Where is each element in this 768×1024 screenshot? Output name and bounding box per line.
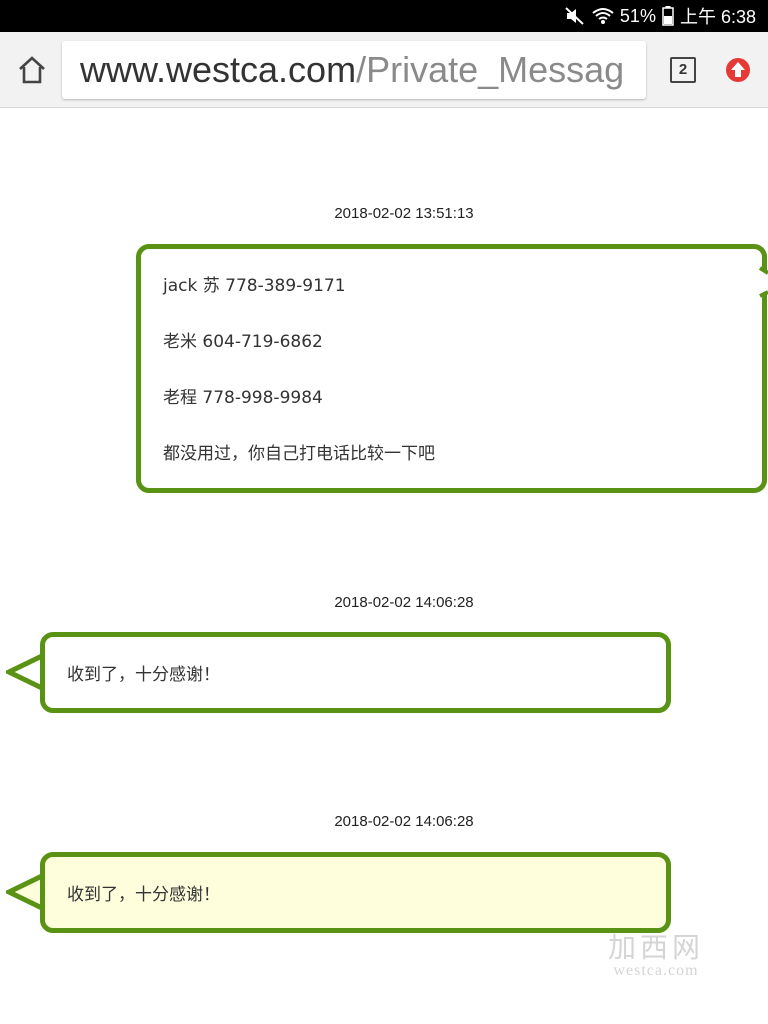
- browser-toolbar: www.westca.com/Private_Messag 2: [0, 32, 768, 108]
- message-line: jack 苏 778-389-9171: [163, 276, 346, 296]
- incoming-message-bubble-highlighted: 收到了，十分感谢！: [40, 852, 671, 933]
- watermark-brand: 加西网: [607, 931, 704, 964]
- outgoing-message-bubble: jack 苏 778-389-9171 老米 604-719-6862 老程 7…: [136, 244, 767, 493]
- message-timestamp: 2018-02-02 14:06:28: [334, 813, 474, 830]
- upload-icon: [726, 58, 750, 82]
- battery-percent: 51%: [619, 5, 656, 26]
- bubble-tail-left: [6, 872, 46, 912]
- home-icon: [19, 56, 45, 84]
- watermark-domain: westca.com: [613, 962, 699, 979]
- message-timestamp: 2018-02-02 14:06:28: [334, 594, 474, 611]
- clock: 上午 6:38: [679, 7, 756, 27]
- wifi-icon: [592, 7, 614, 25]
- url-path: /Private_Messag: [356, 49, 625, 90]
- battery-icon: [662, 6, 674, 26]
- status-bar: 51% 上午 6:38: [0, 0, 768, 32]
- bubble-tail-left: [6, 652, 46, 692]
- message-timestamp: 2018-02-02 13:51:13: [334, 205, 474, 222]
- message-line: 老米 604-719-6862: [163, 332, 323, 352]
- home-button[interactable]: [14, 52, 50, 88]
- message-line: 都没用过，你自己打电话比较一下吧: [163, 444, 435, 464]
- mute-icon: [564, 6, 586, 26]
- message-line: 老程 778-998-9984: [163, 388, 323, 408]
- message-text: 收到了，十分感谢！: [67, 885, 220, 905]
- upload-button[interactable]: [724, 56, 752, 84]
- url-bar[interactable]: www.westca.com/Private_Messag: [62, 41, 646, 99]
- url-host: www.westca.com: [80, 49, 357, 90]
- incoming-message-bubble: 收到了，十分感谢！: [40, 632, 671, 713]
- bubble-tail-right: [759, 266, 768, 298]
- westca-watermark: 加西网 westca.com: [600, 931, 712, 979]
- tab-switcher-button[interactable]: 2: [670, 57, 696, 83]
- message-text: 收到了，十分感谢！: [67, 665, 220, 685]
